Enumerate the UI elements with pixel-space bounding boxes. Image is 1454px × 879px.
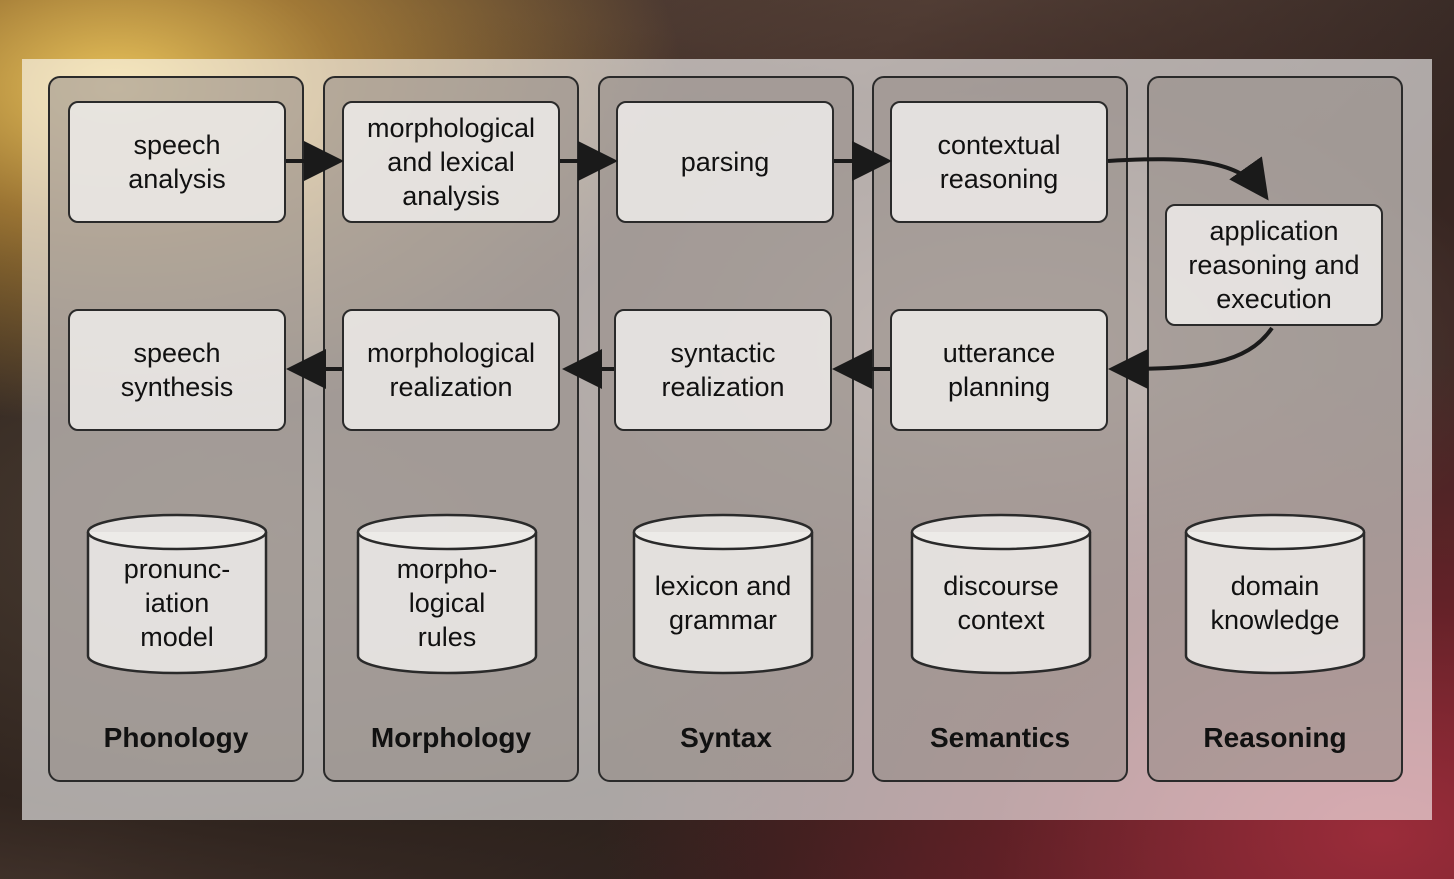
- database-cylinder-pronunciation: [86, 513, 268, 675]
- database-cylinder-lexicon: [632, 513, 814, 675]
- column-label: Semantics: [929, 722, 1071, 753]
- database-cylinder-morphology: [356, 513, 538, 675]
- contextual-reasoning-box: contextual reasoning: [890, 101, 1108, 223]
- speech-synthesis-box: speech synthesis: [68, 309, 286, 431]
- column-label: Morphology: [370, 722, 532, 753]
- column-label: Syntax: [680, 722, 772, 753]
- pronunciation-model-label: pronunc- iation model: [123, 554, 231, 652]
- arrow-curve-down: [1107, 156, 1269, 201]
- morph-lexical-analysis-box: morphological and lexical analysis: [342, 101, 560, 223]
- application-reasoning-box: application reasoning and execution: [1165, 204, 1383, 326]
- morphological-rules-label: morpho- logical rules: [396, 554, 498, 652]
- arrow-curve-left: [1108, 326, 1274, 389]
- domain-knowledge-label: domain knowledge: [1210, 571, 1340, 635]
- speech-analysis-box: speech analysis: [68, 101, 286, 223]
- discourse-context-label: discourse context: [943, 571, 1059, 635]
- database-cylinder-domain: [1184, 513, 1366, 675]
- column-label: Reasoning: [1203, 722, 1347, 753]
- utterance-planning-box: utterance planning: [890, 309, 1108, 431]
- lexicon-grammar-label: lexicon and grammar: [654, 571, 792, 635]
- parsing-box: parsing: [616, 101, 834, 223]
- database-cylinder-discourse: [910, 513, 1092, 675]
- column-label: Phonology: [103, 722, 249, 753]
- morph-realization-box: morphological realization: [342, 309, 560, 431]
- column-reasoning: Reasoning: [1147, 76, 1403, 782]
- syntactic-realization-box: syntactic realization: [614, 309, 832, 431]
